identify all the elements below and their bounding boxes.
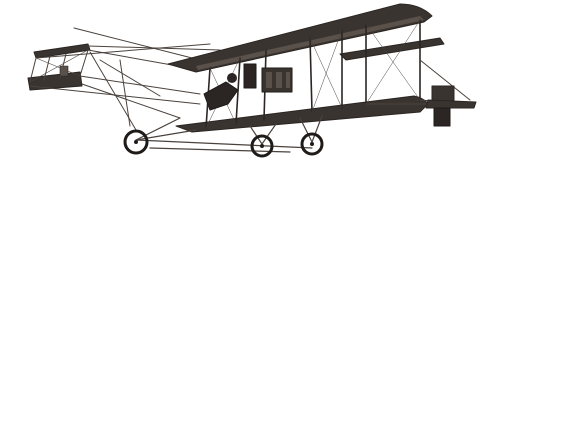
- aileron: [339, 37, 445, 61]
- biplane: [27, 3, 477, 158]
- pilot: [203, 73, 239, 111]
- engine: [243, 63, 293, 93]
- forward-booms: [29, 27, 221, 131]
- upper-wing: [167, 3, 433, 73]
- wheel-front: [123, 129, 149, 155]
- landing-gear: [135, 115, 323, 153]
- wheel-rear: [300, 132, 324, 156]
- front-elevator: [27, 43, 91, 91]
- wheel-middle: [250, 134, 274, 158]
- tail: [425, 85, 477, 127]
